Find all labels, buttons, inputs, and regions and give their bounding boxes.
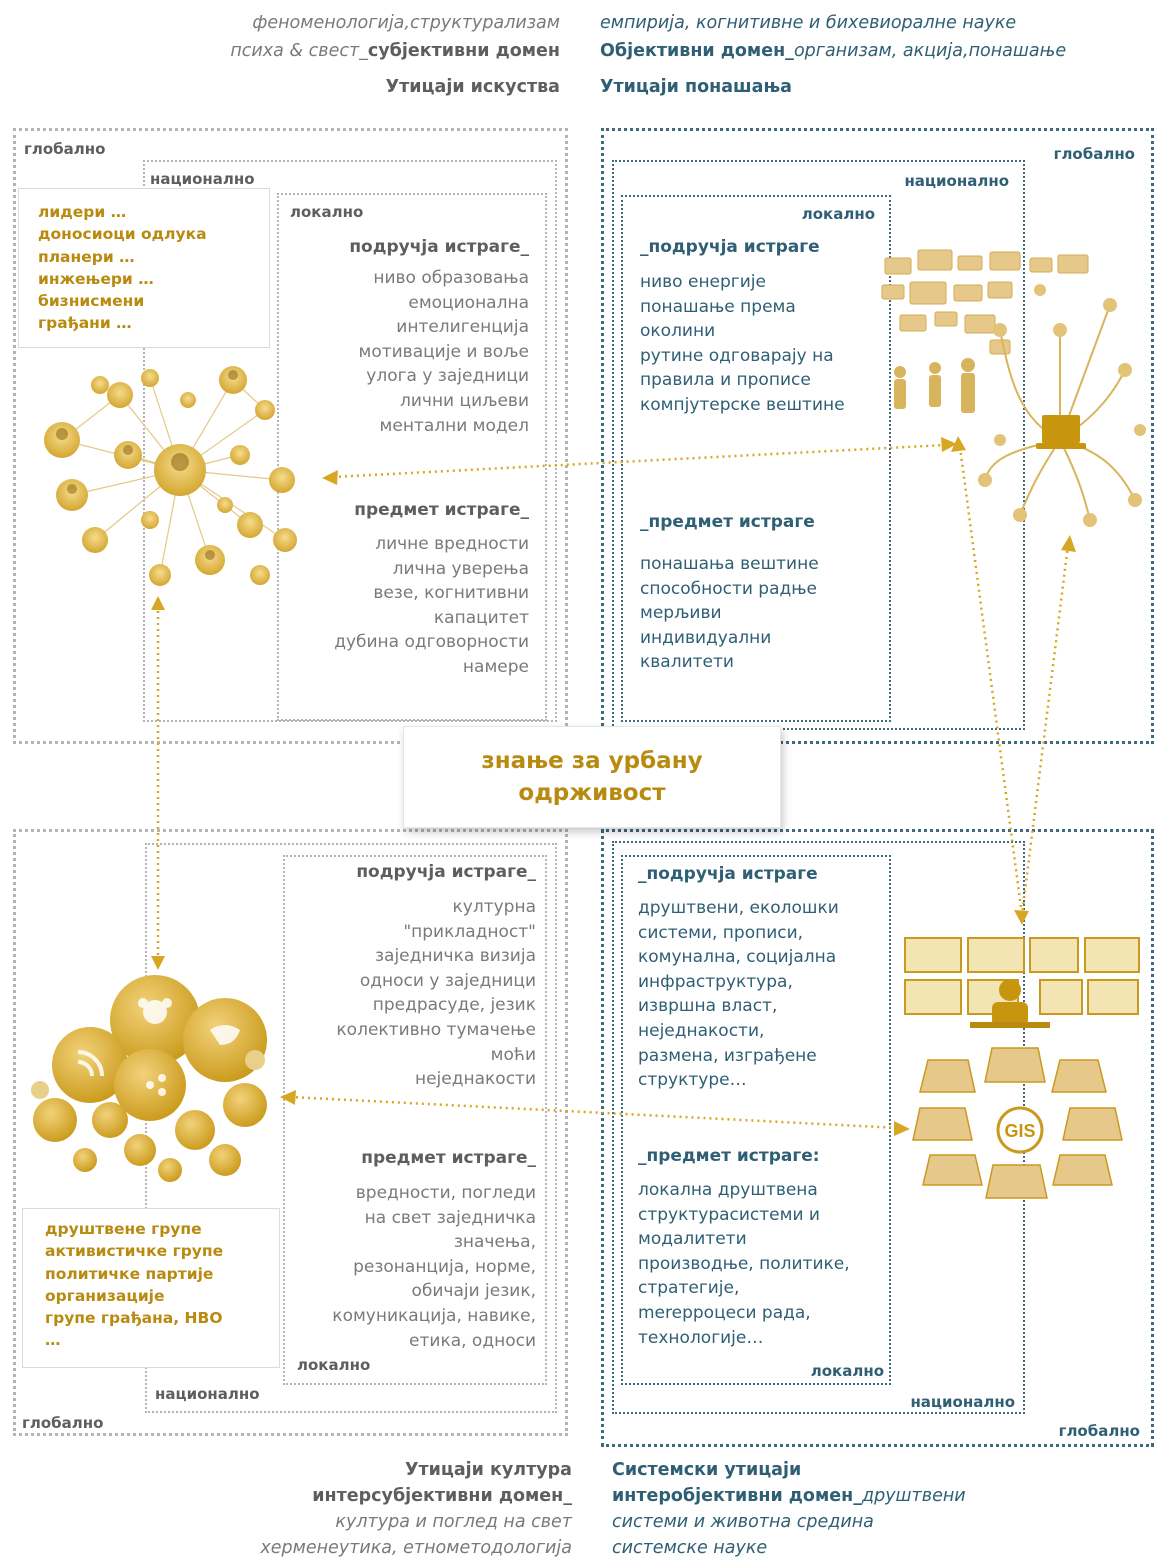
bl-quadrant-title: Утицаји култура bbox=[404, 1460, 572, 1480]
gis-label: GIS bbox=[1004, 1121, 1035, 1141]
actor-item: … bbox=[45, 1331, 61, 1350]
actor-item: доносиоци одлука bbox=[38, 225, 207, 244]
bl-subject-title: предмет истраге_ bbox=[361, 1148, 536, 1168]
center-title-line1: знање за урбану bbox=[481, 748, 703, 774]
bl-local-box bbox=[283, 855, 547, 1385]
left-domain-line: психа & свест_субјективни домен bbox=[230, 40, 560, 63]
bl-global-box bbox=[13, 829, 568, 1436]
tr-local-label: локално bbox=[801, 205, 875, 223]
br-systems-text: системи и животна средина bbox=[612, 1512, 874, 1532]
left-methods-text: феноменологија,структурализам bbox=[252, 13, 560, 33]
bl-methods-text: херменеутика, етнометодологија bbox=[260, 1538, 572, 1558]
tr-national-box bbox=[612, 160, 1025, 730]
tl-national-box bbox=[143, 160, 557, 722]
bl-actors-box bbox=[22, 1208, 280, 1368]
br-domain-line: интеробјективни домен_друштвени bbox=[612, 1485, 966, 1508]
left-domain-name: субјективни домен bbox=[367, 41, 560, 61]
right-methods-text: емпирија, когнитивне и бихевиоралне наук… bbox=[600, 13, 1017, 33]
actor-item: друштвене групе bbox=[45, 1220, 202, 1238]
right-domain-line: Објективни домен_организам, акција,понаш… bbox=[600, 40, 1066, 63]
tr-areas-title: _подручја истраге bbox=[640, 237, 820, 257]
people-network-illustration bbox=[44, 366, 297, 586]
br-quadrant-title: Системски утицаји bbox=[612, 1460, 802, 1480]
bl-domain-name: интерсубјективни домен_ bbox=[312, 1486, 572, 1506]
br-national-label: национално bbox=[910, 1393, 1015, 1411]
left-quadrant-title: Утицаји искуства bbox=[385, 77, 560, 97]
br-local-box bbox=[621, 855, 891, 1385]
laptop-icon bbox=[1042, 415, 1080, 443]
tl-global-label: глобално bbox=[24, 140, 106, 158]
tl-local-box bbox=[277, 193, 547, 721]
tl-national-label: национално bbox=[150, 170, 255, 188]
behavior-network-illustration bbox=[881, 249, 1146, 527]
actor-item: бизнисмени bbox=[38, 292, 145, 311]
bl-national-box bbox=[145, 843, 557, 1413]
br-methods-text: системске науке bbox=[612, 1538, 768, 1558]
br-global-box bbox=[601, 829, 1154, 1447]
actor-item: активистичке групе bbox=[45, 1242, 224, 1261]
br-local-label: локално bbox=[810, 1362, 884, 1380]
br-areas-title: _подручја истраге bbox=[638, 864, 818, 884]
tr-global-box bbox=[601, 128, 1154, 744]
tr-local-box bbox=[621, 195, 891, 722]
bl-national-label: национално bbox=[155, 1385, 260, 1403]
actor-item: планери … bbox=[38, 247, 135, 266]
tr-global-label: глобално bbox=[1053, 145, 1135, 163]
br-domain-name: интеробјективни домен_ bbox=[612, 1486, 862, 1506]
right-domain-name: Објективни домен_ bbox=[600, 41, 794, 61]
actor-item: грађани … bbox=[38, 314, 132, 333]
right-quadrant-title: Утицаји понашања bbox=[600, 77, 792, 97]
bl-worldview-text: култура и поглед на свет bbox=[335, 1512, 572, 1532]
tl-actors-list: лидери … доносиоци одлука планери … инже… bbox=[38, 201, 207, 335]
tr-national-label: национално bbox=[904, 172, 1009, 190]
actor-item: инжењери … bbox=[38, 269, 154, 288]
bl-areas-title: подручја истраге_ bbox=[356, 862, 536, 882]
tl-global-box bbox=[13, 128, 568, 744]
bl-global-label: глобално bbox=[22, 1414, 104, 1432]
tl-actors-box bbox=[18, 188, 270, 348]
right-domain-suffix: организам, акција,понашање bbox=[793, 41, 1067, 61]
operator-icon bbox=[999, 979, 1021, 1001]
center-title-line2: одрживост bbox=[518, 780, 666, 806]
actor-item: политичке партије bbox=[45, 1264, 214, 1283]
actor-item: организације bbox=[45, 1286, 165, 1305]
tl-areas-title: подручја истраге_ bbox=[349, 237, 529, 257]
br-global-label: глобално bbox=[1058, 1422, 1140, 1440]
center-concept-box: знање за урбану одрживост bbox=[403, 726, 781, 828]
bl-actors-list: друштвене групе активистичке групе полит… bbox=[45, 1218, 223, 1352]
actor-item: групе грађана, НВО bbox=[45, 1309, 223, 1328]
social-media-illustration bbox=[31, 975, 267, 1182]
br-subject-title: _предмет истраге: bbox=[638, 1146, 820, 1166]
tl-local-label: локално bbox=[290, 203, 364, 221]
tl-subject-title: предмет истраге_ bbox=[354, 500, 529, 520]
gis-dashboard-illustration: GIS bbox=[904, 937, 1140, 1199]
bl-local-label: локално bbox=[297, 1356, 371, 1374]
actor-item: лидери … bbox=[38, 203, 127, 221]
arrow-heads bbox=[151, 436, 1076, 1136]
br-domain-suffix: друштвени bbox=[861, 1486, 966, 1506]
connector-arrows bbox=[156, 443, 1070, 1130]
left-domain-prefix: психа & свест_ bbox=[230, 41, 368, 61]
tr-subject-title: _предмет истраге bbox=[640, 512, 815, 532]
